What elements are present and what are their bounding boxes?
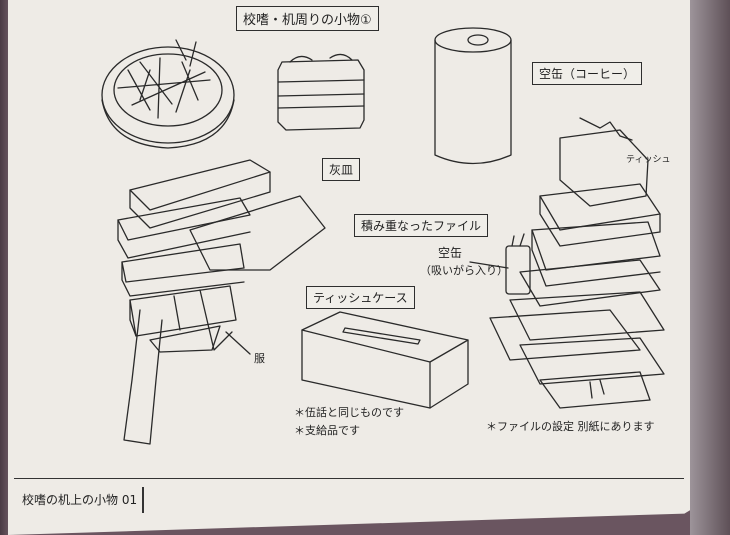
- label-files: 積み重なったファイル: [354, 214, 489, 237]
- cup-leader-line: [469, 261, 509, 269]
- label-tissue-case: ティッシュケース: [306, 286, 415, 309]
- coffee-can-drawing: [434, 27, 512, 165]
- page-title: 校嗜・机周りの小物①: [236, 6, 379, 31]
- label-ashtray: 灰皿: [322, 158, 361, 181]
- clothes-leader-line: [225, 331, 251, 355]
- tissue-case-drawing: [301, 311, 469, 409]
- page-footer: 校嗜の机上の小物 01: [14, 478, 684, 515]
- note-issued-item: ＊支給品です: [294, 424, 360, 437]
- right-file-stack-drawing: [489, 117, 665, 409]
- label-empty-cup: 空缶: [438, 246, 463, 260]
- label-empty-can: 空缶（コーヒー）: [532, 62, 643, 85]
- footer-caption: 校嗜の机上の小物 01: [22, 493, 138, 507]
- small-box-drawing: [277, 53, 365, 131]
- label-clothes: 服: [254, 352, 265, 365]
- label-empty-cup-sub: （吸いがら入り）: [420, 264, 508, 277]
- note-file-settings: ＊ファイルの設定 別紙にあります: [486, 420, 655, 433]
- footer-divider: [142, 487, 144, 513]
- left-file-stack-drawing: [117, 159, 326, 445]
- label-tissue-small: ティッシュ: [626, 155, 671, 165]
- page-edge-shadow: [690, 0, 730, 535]
- note-same-as-episode: ＊伍話と同じものです: [294, 406, 404, 419]
- ashtray-drawing: [101, 39, 235, 149]
